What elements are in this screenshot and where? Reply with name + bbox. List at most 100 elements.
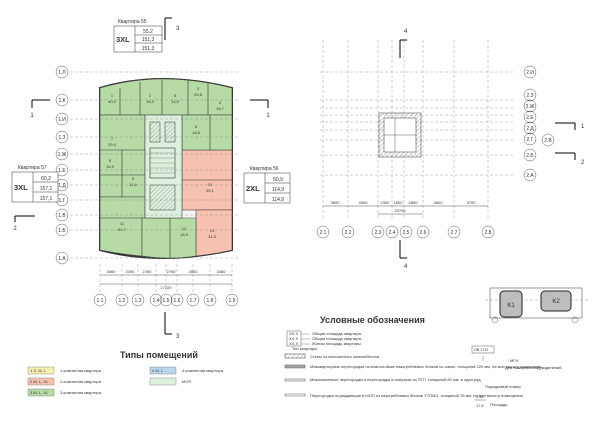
svg-text:Стены из монолитного железобет: Стены из монолитного железобетона (310, 354, 380, 359)
svg-text:1.В: 1.В (58, 213, 66, 219)
svg-text:60,2: 60,2 (41, 176, 51, 182)
svg-text:Межкомнатные перегородки и пер: Межкомнатные перегородки и перегородки в… (310, 377, 481, 382)
svg-text:ЛВ 1ТИ: ЛВ 1ТИ (474, 347, 488, 352)
svg-text:1.7: 1.7 (190, 298, 197, 304)
svg-text:11,6: 11,6 (129, 182, 137, 187)
left-dimensions: 3460 2390 2780 2750 2600 3480 17100 (100, 269, 232, 290)
svg-text:Квартира 57: Квартира 57 (18, 165, 47, 171)
svg-text:2.Е: 2.Е (526, 115, 534, 121)
svg-text:8: 8 (109, 158, 112, 163)
svg-text:2: 2 (149, 93, 152, 98)
svg-text:2XL: 2XL (246, 184, 260, 193)
svg-text:4-комнатная квартира: 4-комнатная квартира (182, 368, 224, 373)
svg-text:2: 2 (581, 160, 585, 166)
svg-text:50,9: 50,9 (273, 177, 283, 183)
apt-55-box: Квартира 55 3XL 55,2 151,3 151,3 (113, 19, 163, 53)
key-k1 (499, 290, 523, 318)
svg-text:Квартира 55: Квартира 55 (118, 19, 147, 25)
svg-text:55,2: 55,2 (143, 29, 153, 35)
svg-text:4600: 4600 (359, 200, 369, 205)
svg-text:4600: 4600 (434, 200, 444, 205)
apt-bottom-fill (141, 217, 197, 259)
svg-text:29,4: 29,4 (108, 142, 117, 147)
svg-text:1.Д: 1.Д (58, 183, 66, 189)
svg-text:3XL: 3XL (14, 183, 28, 192)
apt-57-box: Квартира 57 3XL 60,2 157,1 157,1 (11, 165, 59, 203)
apt-56-box: Квартира 56 2XL 50,9 114,9 114,9 (243, 166, 291, 204)
apt-56-fill-b (195, 209, 233, 257)
svg-text:Площадь: Площадь (490, 402, 507, 407)
svg-text:XX.X: XX.X (289, 336, 298, 341)
right-floor-plan: 4 4 1 2 2.И 2.З 2.Ж 2.Е 2.Д 2.Г 2.В 2.Б … (316, 29, 585, 270)
svg-text:114,9: 114,9 (272, 197, 284, 203)
svg-text:17100: 17100 (160, 285, 172, 290)
svg-text:5: 5 (174, 93, 177, 98)
svg-text:1.2: 1.2 (119, 298, 126, 304)
svg-text:2.1: 2.1 (320, 230, 327, 236)
svg-text:3 M, L, XL: 3 M, L, XL (30, 390, 49, 395)
svg-text:3700: 3700 (467, 200, 477, 205)
key-plan: K1 K2 (485, 287, 590, 324)
section-markers-left: 3 3 1 1 2 (13, 17, 270, 340)
svg-text:2.Д: 2.Д (526, 126, 534, 132)
svg-text:18,9: 18,9 (180, 232, 189, 237)
svg-text:14,0: 14,0 (171, 99, 180, 104)
svg-text:2.7: 2.7 (451, 230, 458, 236)
svg-text:Общая площадь квартиры: Общая площадь квартиры (312, 331, 361, 336)
svg-text:1.Б: 1.Б (58, 228, 66, 234)
svg-text:1.А: 1.А (58, 256, 66, 262)
svg-text:Межквартирные перегородки из в: Межквартирные перегородки из влагостойки… (310, 364, 541, 369)
svg-text:54,7: 54,7 (118, 227, 127, 232)
svg-text:2.В: 2.В (544, 138, 552, 144)
svg-text:157,1: 157,1 (40, 196, 53, 202)
svg-text:XX.X: XX.X (289, 331, 298, 336)
svg-text:K2: K2 (552, 299, 560, 305)
svg-text:1.5: 1.5 (163, 298, 170, 304)
svg-text:1.Е: 1.Е (58, 168, 66, 174)
svg-text:1: 1 (266, 113, 270, 119)
svg-text:7: 7 (111, 136, 114, 141)
type-4-swatch (149, 366, 177, 375)
svg-text:Для пожарных подразделений: Для пожарных подразделений (505, 365, 561, 370)
svg-text:2 M, L, XL: 2 M, L, XL (30, 379, 49, 384)
right-row-axes: 2.И 2.З 2.Ж 2.Е 2.Д 2.Г 2.В 2.Б 2.А (523, 65, 555, 182)
svg-text:1.9: 1.9 (229, 298, 236, 304)
svg-text:2.З: 2.З (526, 93, 533, 99)
svg-text:1.З: 1.З (58, 135, 65, 141)
svg-text:K1: K1 (507, 303, 515, 309)
svg-text:40,0: 40,0 (108, 99, 117, 104)
svg-text:2390: 2390 (126, 269, 136, 274)
core-lift-2 (164, 121, 176, 143)
svg-text:2.И: 2.И (526, 70, 534, 76)
left-floor-plan: 1 40,0 2 16,2 3 20,6 4 16,7 5 14,0 6 16,… (11, 17, 291, 340)
svg-text:2.Б: 2.Б (526, 153, 534, 159)
apt-57-fill-a (99, 114, 146, 198)
svg-text:3460: 3460 (107, 269, 117, 274)
svg-text:151,3: 151,3 (142, 46, 155, 52)
svg-text:3-комнатная квартира: 3-комнатная квартира (60, 390, 102, 395)
svg-text:2.4: 2.4 (389, 230, 396, 236)
svg-text:1-комнатная квартира: 1-комнатная квартира (60, 368, 102, 373)
key-k2 (540, 290, 572, 312)
type-1-swatch (27, 366, 55, 375)
legend: Условные обозначения XX.X XX.X XX.X Обща… (284, 315, 561, 408)
svg-text:16,2: 16,2 (146, 99, 155, 104)
svg-text:2600: 2600 (189, 269, 199, 274)
svg-text:11: 11 (120, 221, 125, 226)
svg-text:10: 10 (208, 182, 213, 187)
svg-text:1.Л: 1.Л (58, 70, 65, 76)
room-labels: 1 40,0 2 16,2 3 20,6 4 16,7 5 14,0 6 16,… (106, 86, 225, 239)
svg-text:157,1: 157,1 (40, 186, 53, 192)
svg-text:Квартира 56: Квартира 56 (250, 166, 279, 172)
svg-text:9: 9 (132, 176, 135, 181)
svg-text:4 M, L: 4 M, L (152, 368, 164, 373)
svg-text:31,3: 31,3 (208, 234, 217, 239)
svg-text:1.3: 1.3 (135, 298, 142, 304)
room-types: Типы помещений 1 S, M, L 1-комнатная ква… (27, 350, 224, 397)
svg-text:XX.X: XX.X (289, 341, 298, 346)
svg-text:2: 2 (13, 226, 17, 232)
left-row-axes: 1.Л 1.К 1.И 1.З 1.Ж 1.Е 1.Д 1.Г 1.В 1.Б … (55, 65, 238, 265)
svg-text:3480: 3480 (217, 269, 227, 274)
apt-55b-fill (181, 114, 233, 151)
svg-text:2750: 2750 (167, 269, 177, 274)
